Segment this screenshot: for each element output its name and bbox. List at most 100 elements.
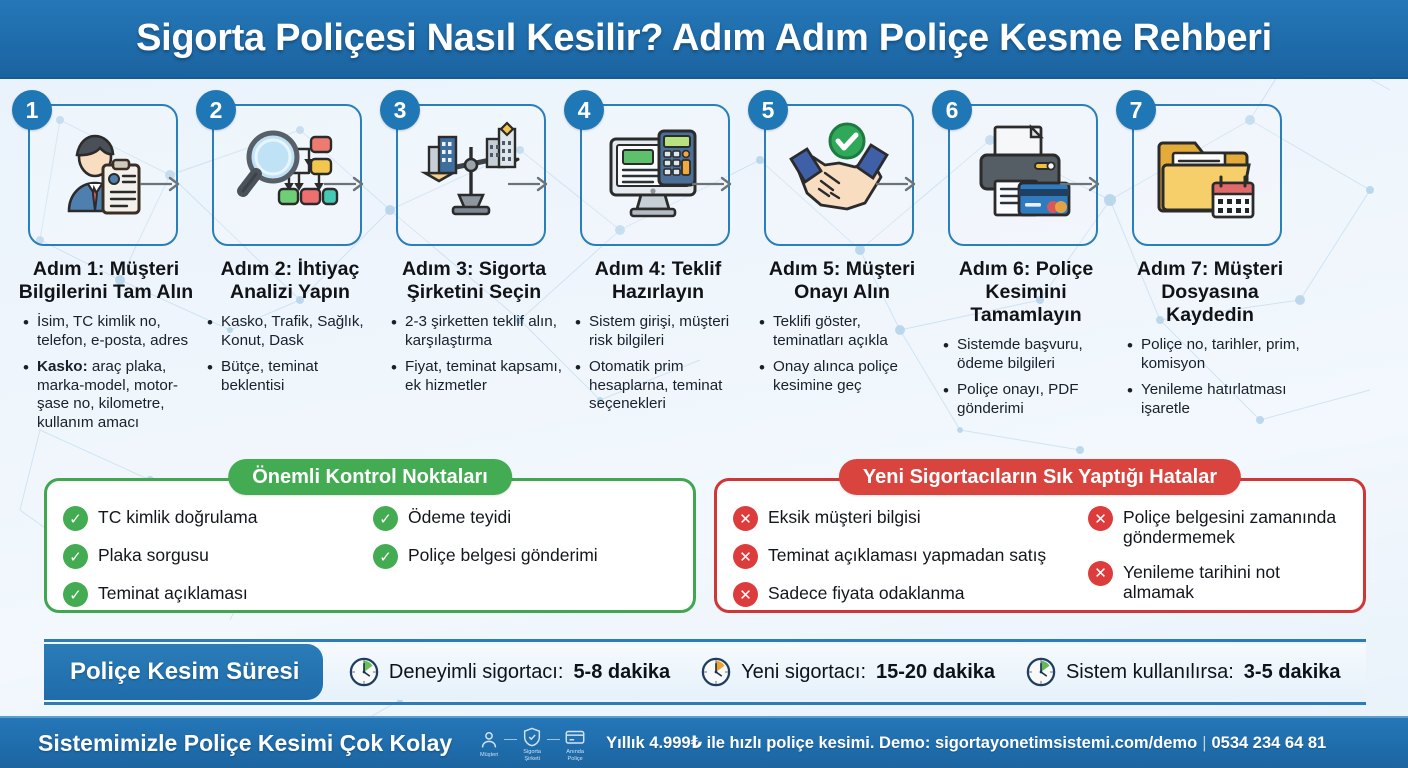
step-3-card: 3 [380,90,548,246]
step-6-card: 6 [932,90,1100,246]
checkpoint-item-label: TC kimlik doğrulama [98,507,258,527]
customer-icon [478,729,500,751]
timing-value: 5-8 dakika [573,660,671,683]
clock-green2-icon [1026,657,1056,687]
cross-icon: ✕ [733,582,758,607]
bullet-lead: Kasko: [37,357,88,375]
step-2-bullet: Bütçe, teminat beklentisi [206,357,382,396]
check-icon: ✓ [63,506,88,531]
step-5-bullet: Teklifi göster, teminatları açıkla [758,312,934,351]
step-3-bullets: 2-3 şirketten teklif alın, karşılaştırma… [382,312,566,396]
checkpoint-item: ✓ TC kimlik doğrulama [63,505,373,531]
timing-rule-bottom [44,702,1366,705]
checkpoints-panel-title: Önemli Kontrol Noktaları [228,459,512,495]
footer-phone: 0534 234 64 81 [1211,734,1327,752]
step-6-bullet: Sistemde başvuru, ödeme bilgileri [942,335,1118,374]
step-4: 4 Adım 4: Teklif HazırlayınSistem girişi… [564,90,750,421]
balance-scale-buildings-icon [419,120,523,230]
mini-flow-caption: Sigorta Şirketi [523,749,542,762]
step-7-badge: 7 [1116,90,1156,130]
checkpoints-column-2: ✓ Ödeme teyidi ✓ Poliçe belgesi gönderimi [373,505,677,600]
timing-item: Sistem kullanılırsa:3-5 dakika [1026,657,1341,687]
page-header: Sigorta Poliçesi Nasıl Kesilir? Adım Adı… [0,0,1408,79]
timing-value: 3-5 dakika [1243,660,1341,683]
step-5-badge: 5 [748,90,788,130]
mistake-item: ✕Eksik müşteri bilgisi [733,505,1088,531]
step-1: 1 Adım 1: Müşteri Bilgilerini Tam Alınİs… [12,90,198,440]
checkpoint-item-label: Ödeme teyidi [408,507,512,527]
step-1-bullet: İsim, TC kimlik no, telefon, e-posta, ad… [22,312,198,351]
clock-green-icon [349,657,379,687]
checkpoint-item: ✓ Poliçe belgesi gönderimi [373,543,677,569]
monitor-calculator-icon [603,121,707,230]
bullet-text: araç plaka, marka-model, motor-şase no, … [37,357,178,432]
checkpoint-item: ✓ Ödeme teyidi [373,505,677,531]
timing-items: Deneyimli sigortacı:5-8 dakika Yeni sigo… [323,657,1366,687]
cross-icon: ✕ [1088,506,1113,531]
mistake-item: ✕ Yenileme tarihini not almamak [1088,560,1347,603]
check-icon: ✓ [63,582,88,607]
footer-headline: Sistemimizle Poliçe Kesimi Çok Kolay [38,729,453,756]
step-5-bullets: Teklifi göster, teminatları açıklaOnay a… [750,312,934,395]
step-arrow-4 [692,176,734,192]
timing-caption: Yeni sigortacı: [741,660,867,683]
step-3-title: Adım 3: Sigorta Şirketini Seçin [401,258,547,303]
step-2-title: Adım 2: İhtiyaç Analizi Yapın [220,258,360,303]
step-6-badge: 6 [932,90,972,130]
step-3-bullet: Fiyat, teminat kapsamı, ek hizmetler [390,357,566,396]
mini-flow-node: Sigorta Şirketi [521,726,543,762]
clock-orange-icon [701,657,731,687]
step-6-title: Adım 6: Poliçe Kesimini Tamamlayın [958,258,1094,326]
step-5-card: 5 [748,90,916,246]
footer-tagline-main: Yıllık 4.999₺ ile hızlı poliçe kesimi. D… [606,734,1198,752]
step-7-title: Adım 7: Müşteri Dosyasına Kaydedin [1136,258,1284,326]
step-6-bullets: Sistemde başvuru, ödeme bilgileriPoliçe … [934,335,1118,419]
page-footer: Sistemimizle Poliçe Kesimi Çok Kolay Müş… [0,716,1408,768]
printer-creditcard-icon [971,121,1075,230]
timing-bar-inner: Poliçe Kesim Süresi Deneyimli sigortacı:… [44,644,1366,700]
mistake-item: ✕ Teminat açıklaması yapmadan satış [733,543,1088,569]
step-3-badge: 3 [380,90,420,130]
card-icon [564,726,586,748]
check-icon: ✓ [63,544,88,569]
checkpoint-item: ✓Plaka sorgusu [63,543,373,569]
step-7-bullets: Poliçe no, tarihler, prim, komisyonYenil… [1118,335,1302,418]
cross-icon: ✕ [733,544,758,569]
mini-flow-node: Anında Poliçe [564,726,586,762]
magnifier-flowchart-icon [235,121,339,230]
mistake-item-label: Teminat açıklaması yapmadan satış [768,545,1047,565]
timing-rule-top [44,639,1366,642]
step-1-badge: 1 [12,90,52,130]
check-icon: ✓ [373,544,398,569]
cross-icon: ✕ [1088,560,1113,586]
footer-tagline: Yıllık 4.999₺ ile hızlı poliçe kesimi. D… [606,733,1326,753]
step-3-bullet: 2-3 şirketten teklif alın, karşılaştırma [390,312,566,351]
checkpoint-item-label: Poliçe belgesi gönderimi [408,545,598,565]
timing-item: Yeni sigortacı: 15-20 dakika [701,657,995,687]
handshake-check-icon [787,121,891,230]
step-2-bullet: Kasko, Trafik, Sağlık, Konut, Dask [206,312,382,351]
step-5-title: Adım 5: Müşteri Onayı Alın [768,258,916,303]
step-4-badge: 4 [564,90,604,130]
mistake-item: ✕ Sadece fiyata odaklanma [733,581,1088,607]
person-with-clipboard-icon [51,121,155,230]
mistakes-column-1: ✕Eksik müşteri bilgisi ✕ Teminat açıklamas… [733,505,1088,607]
step-6-bullet: Poliçe onayı, PDF gönderimi [942,380,1118,419]
step-6: 6 Adım 6: Poliçe Kesimini TamamlayınSist… [932,90,1118,425]
step-7: 7 Adım 7: Müşteri Dosyasına KaydedinPoli… [1116,90,1302,425]
checkpoints-column-1: ✓TC kimlik doğrulama✓Plaka sorgusu✓Temin… [63,505,373,607]
step-5: 5 Adım 5: Müşteri Onayı AlınTeklifi göst… [748,90,934,402]
checkpoints-panel: Önemli Kontrol Noktaları ✓ TC kimlik doğr… [44,459,696,613]
timing-value: 15-20 dakika [876,660,995,683]
step-4-bullet: Otomatik prim hesaplarna, teminat seçene… [574,357,750,415]
step-arrow-1 [140,176,182,192]
mistakes-column-2: ✕Poliçe belgesini zamanında göndermemek✕… [1088,505,1347,603]
check-icon: ✓ [373,506,398,531]
mini-flow-caption: Anında Poliçe [566,749,585,762]
mistake-item-label: Sadece fiyata odaklanma [768,583,965,603]
step-4-bullet: Sistem girişi, müşteri risk bilgileri [574,312,750,351]
timing-bar: Poliçe Kesim Süresi Deneyimli sigortacı:… [44,639,1366,705]
mistake-item-label: Yenileme tarihini not almamak [1123,561,1280,602]
